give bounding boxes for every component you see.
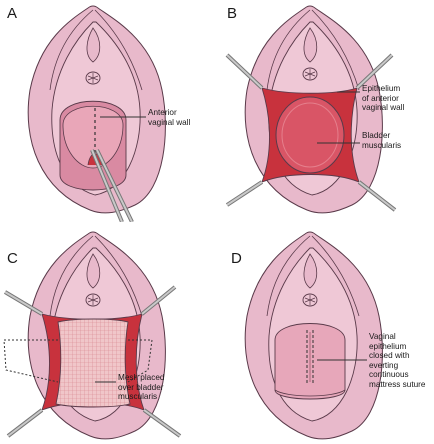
panel-c: C Mesh placed over bladder muscularis xyxy=(0,222,217,444)
panel-letter: A xyxy=(7,5,18,22)
vulva-illustration xyxy=(244,231,383,440)
mesh-arm-right xyxy=(127,339,153,383)
mesh-arm-left xyxy=(3,339,59,383)
scissors-icon xyxy=(90,149,134,222)
annotation-bladder-muscularis: Bladder muscularis xyxy=(362,131,402,150)
vulva-illustration xyxy=(27,5,166,222)
panel-letter: B xyxy=(227,5,238,22)
annotation-mesh: Mesh placed over bladder muscularis xyxy=(118,373,165,402)
vulva-illustration xyxy=(225,5,397,214)
annotation-epithelium: Epithelium of anterior vaginal wall xyxy=(362,84,405,113)
panel-b: B Epithelium of anterior vaginal wall Bl… xyxy=(217,0,434,222)
retractor-icon xyxy=(225,53,397,212)
vulva-illustration xyxy=(3,231,182,440)
mesh-implant xyxy=(55,318,131,408)
panel-letter: D xyxy=(231,250,242,267)
panel-a: A Anterior vaginal wall xyxy=(0,0,217,222)
panel-letter: C xyxy=(7,250,18,267)
bladder-muscularis xyxy=(275,96,345,174)
suture-line xyxy=(306,330,314,384)
annotation-anterior-vaginal-wall: Anterior vaginal wall xyxy=(148,108,191,127)
panel-d: D Vaginal epithelium closed with evertin… xyxy=(217,222,434,444)
retractor-icon xyxy=(3,285,182,438)
anterior-vaginal-wall xyxy=(62,106,124,169)
annotation-closure: Vaginal epithelium closed with everting … xyxy=(369,332,426,389)
